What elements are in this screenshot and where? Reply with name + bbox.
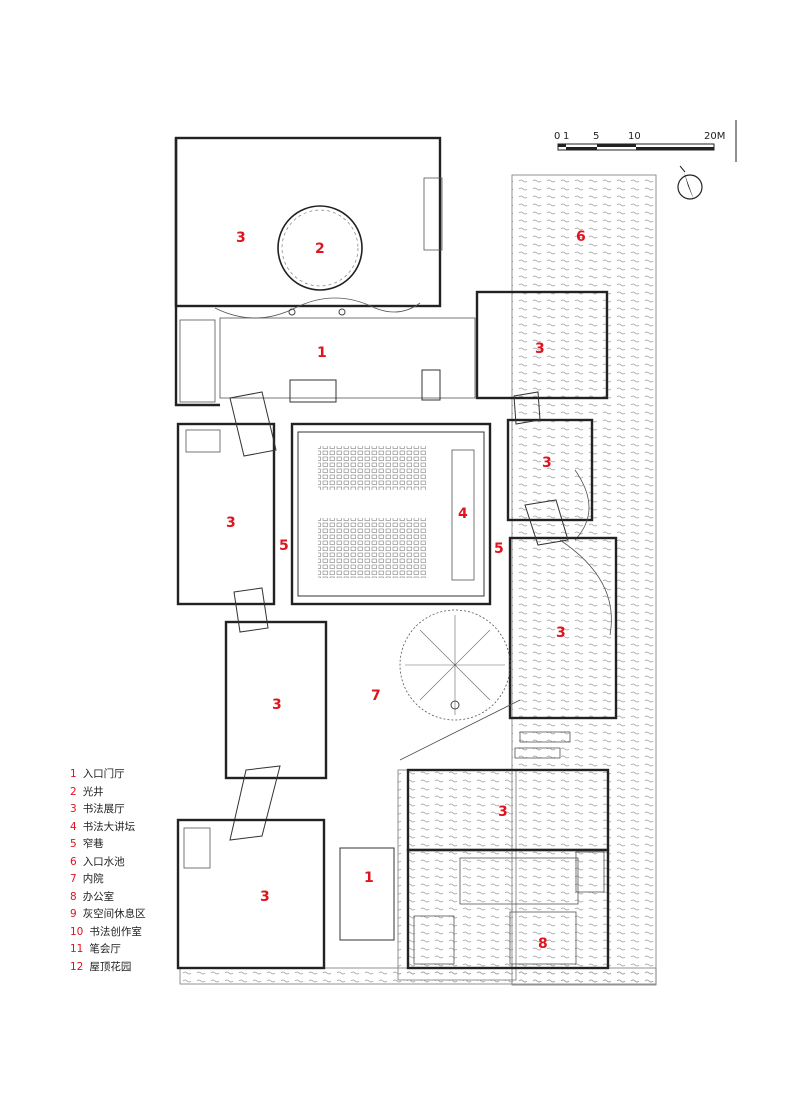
legend-num: 9 (70, 908, 77, 920)
legend-num: 8 (70, 890, 77, 903)
legend-text: 光井 (82, 785, 104, 798)
hall-south-west (224, 620, 328, 780)
label-hall-w: 3 (226, 515, 236, 531)
bridges (229, 391, 569, 841)
label-hall-nw: 3 (236, 230, 246, 246)
hall-north-east (475, 290, 609, 400)
label-pool: 6 (576, 229, 586, 245)
scale-bar: 0 1 5 10 20M (554, 120, 737, 162)
label-hall-e-large: 3 (556, 625, 566, 641)
courtyard (399, 609, 571, 761)
legend-text: 入口水池 (82, 855, 125, 868)
legend-item: 10 书法创作室 (70, 924, 146, 942)
scale-tick: 20M (704, 131, 725, 142)
hall-east-large (508, 536, 618, 720)
light-well (277, 205, 363, 316)
label-alley-left: 5 (279, 538, 289, 554)
legend-item: 6 入口水池 (70, 854, 146, 872)
room-labels: 1 1 2 3 3 3 3 3 3 3 3 4 5 5 6 7 8 (226, 229, 586, 952)
legend-num: 2 (70, 785, 77, 798)
legend: 1 入口门厅 2 光井 3 书法展厅 4 书法大讲坛 5 窄巷 6 入口水池 7 内院 8 办公… (70, 766, 146, 976)
legend-item: 5 窄巷 (70, 836, 146, 854)
legend-item: 1 入口门厅 (70, 766, 146, 784)
label-alley-right: 5 (494, 541, 504, 557)
legend-text: 书法大讲坛 (82, 820, 136, 833)
legend-num: 11 (70, 943, 84, 955)
label-entrance-lobby-south: 1 (364, 870, 374, 886)
legend-num: 12 (70, 960, 84, 973)
hall-east-small (506, 418, 594, 541)
hall-west (176, 422, 276, 606)
legend-text: 窄巷 (82, 838, 104, 850)
label-entrance-lobby-north: 1 (317, 345, 327, 361)
legend-item: 11 笔会厅 (70, 941, 146, 959)
label-hall-s: 3 (260, 889, 270, 905)
legend-num: 7 (70, 873, 77, 885)
north-arrow-icon (677, 165, 703, 200)
legend-text: 屋顶花园 (89, 960, 132, 973)
entrance-lobby-south (339, 847, 395, 941)
legend-num: 6 (70, 855, 77, 868)
legend-item: 8 办公室 (70, 889, 146, 907)
legend-item: 4 书法大讲坛 (70, 819, 146, 837)
entrance-pool (179, 174, 657, 986)
legend-num: 3 (70, 803, 77, 815)
scale-tick: 10 (628, 131, 641, 142)
legend-text: 办公室 (82, 890, 115, 903)
legend-item: 7 内院 (70, 871, 146, 889)
label-hall-sw: 3 (272, 697, 282, 713)
legend-num: 10 (70, 925, 84, 938)
legend-text: 入口门厅 (82, 768, 125, 780)
legend-text: 书法创作室 (89, 925, 142, 938)
label-light-well: 2 (315, 241, 325, 257)
legend-text: 内院 (82, 873, 104, 885)
label-office: 8 (538, 936, 548, 952)
office-block (406, 848, 610, 970)
hall-north-west (174, 136, 443, 407)
hall-south (176, 818, 326, 970)
scale-tick: 0 (554, 131, 560, 142)
scale-tick: 5 (593, 131, 599, 142)
label-lecture-hall: 4 (458, 506, 468, 522)
label-hall-ne: 3 (535, 341, 545, 357)
legend-item: 2 光井 (70, 784, 146, 802)
legend-item: 3 书法展厅 (70, 801, 146, 819)
label-hall-se: 3 (498, 804, 508, 820)
legend-text: 笔会厅 (89, 943, 121, 955)
legend-text: 灰空间休息区 (82, 908, 146, 920)
label-courtyard: 7 (371, 688, 381, 704)
scale-tick: 1 (563, 131, 569, 142)
legend-num: 1 (70, 768, 77, 780)
legend-item: 12 屋顶花园 (70, 959, 146, 977)
legend-item: 9 灰空间休息区 (70, 906, 146, 924)
legend-num: 4 (70, 820, 77, 833)
label-hall-e-small: 3 (542, 455, 552, 471)
entrance-lobby-north (219, 317, 476, 403)
legend-text: 书法展厅 (82, 803, 125, 815)
legend-num: 5 (70, 838, 77, 850)
lecture-hall (290, 422, 492, 606)
